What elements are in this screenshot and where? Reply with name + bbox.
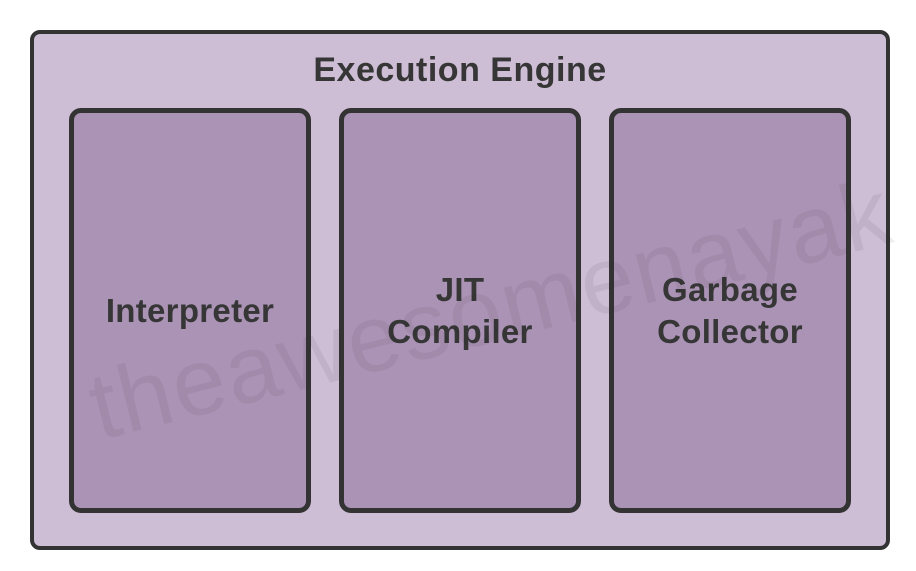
box-garbage-collector: Garbage Collector (609, 108, 851, 513)
box-jit-compiler-label-line1: JIT (435, 271, 485, 309)
box-garbage-collector-label-line1: Garbage (662, 271, 798, 309)
box-interpreter: Interpreter (69, 108, 311, 513)
execution-engine-title: Execution Engine (313, 51, 607, 89)
box-jit-compiler-label-line2: Compiler (387, 312, 533, 350)
execution-engine-container: Execution Engine Interpreter JIT Compile… (30, 30, 890, 550)
components-row: Interpreter JIT Compiler Garbage Collect… (34, 108, 886, 513)
box-jit-compiler: JIT Compiler (339, 108, 581, 513)
box-interpreter-label: Interpreter (105, 291, 275, 329)
box-garbage-collector-label-line2: Collector (657, 312, 803, 350)
